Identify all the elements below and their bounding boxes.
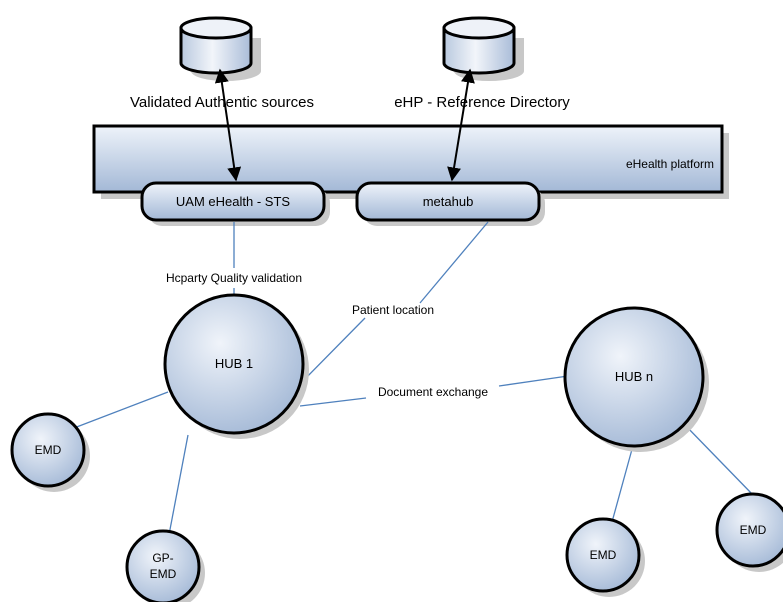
emd-left-node: EMD [10, 412, 90, 492]
authentic-sources-arrow [214, 68, 242, 182]
patient-location-label: Patient location [352, 303, 434, 317]
hubn-emd-right-connector [683, 423, 755, 497]
platform-label: eHealth platform [626, 157, 714, 171]
emd-bottom-node: EMD [565, 517, 645, 597]
document-exchange-connector-right [498, 375, 569, 387]
emd-right-label: EMD [740, 523, 767, 537]
metahub-label: metahub [423, 194, 474, 209]
hub1-gpemd-connector [167, 434, 189, 541]
uam-sts-service: UAM eHealth - STS [140, 181, 330, 226]
hcparty-validation-label: Hcparty Quality validation [166, 271, 302, 285]
emd-left-label: EMD [35, 443, 62, 457]
hubn-node: HUB n [563, 306, 709, 452]
gp-emd-label-line1: GP- [152, 551, 173, 565]
document-exchange-connector [299, 397, 367, 407]
hubn-label: HUB n [615, 369, 653, 384]
emd-bottom-label: EMD [590, 548, 617, 562]
reference-directory-arrow [447, 68, 475, 182]
patient-location-connector [419, 221, 489, 304]
patient-location-connector-lower [297, 317, 366, 387]
hub1-emd-connector [73, 391, 169, 429]
uam-sts-label: UAM eHealth - STS [176, 194, 290, 209]
gp-emd-label-line2: EMD [150, 567, 177, 581]
gp-emd-node: GP- EMD [125, 529, 205, 602]
hub1-node: HUB 1 [163, 293, 309, 439]
document-exchange-label: Document exchange [378, 385, 488, 399]
hub1-label: HUB 1 [215, 356, 253, 371]
hubn-emd-connector [611, 441, 635, 523]
authentic-sources-label: Validated Authentic sources [130, 94, 314, 111]
reference-directory-database-icon [442, 16, 524, 81]
reference-directory-label: eHP - Reference Directory [394, 94, 570, 111]
metahub-service: metahub [355, 181, 545, 226]
authentic-sources-database-icon [179, 16, 261, 81]
emd-right-node: EMD [715, 492, 783, 572]
